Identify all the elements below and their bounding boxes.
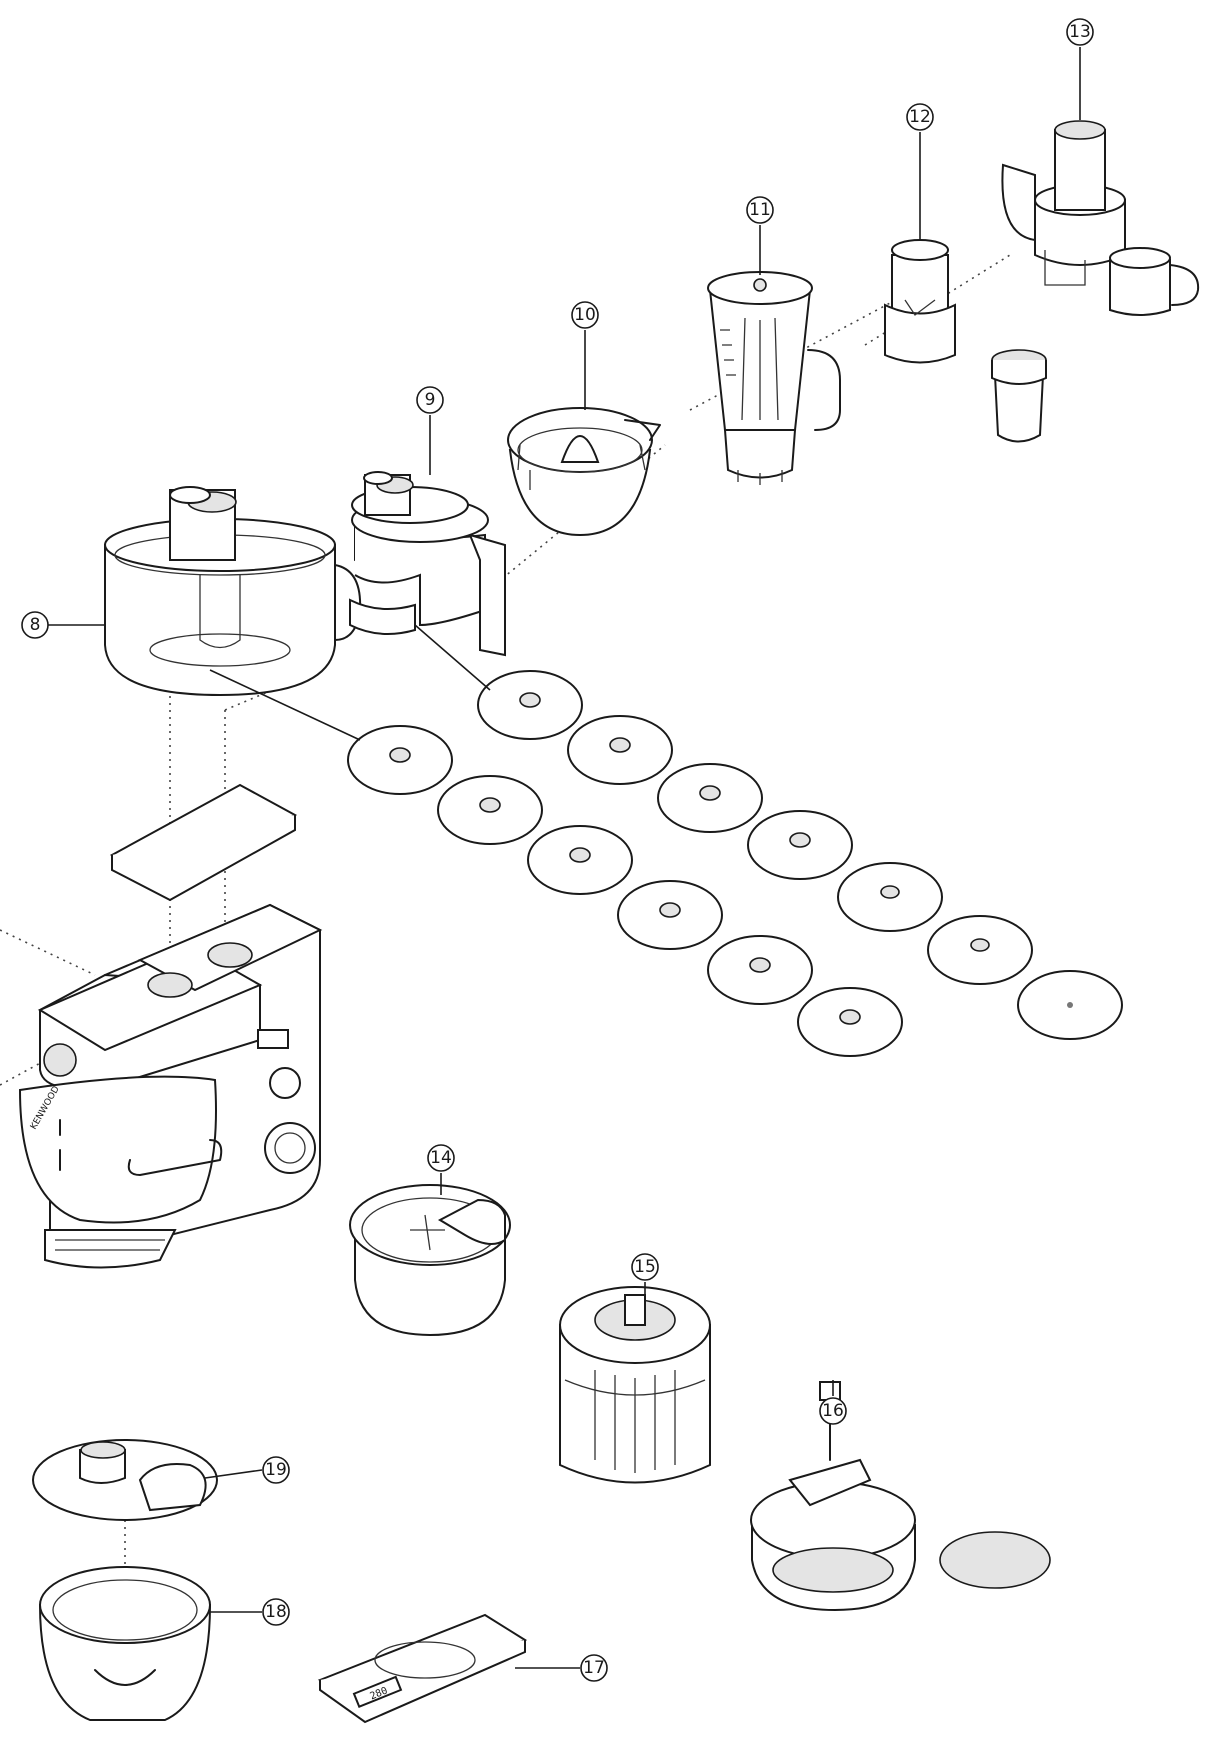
callout-15: 15 <box>631 1253 659 1281</box>
callout-9: 9 <box>416 386 444 414</box>
callout-17: 17 <box>580 1654 608 1682</box>
callout-10-label: 10 <box>574 305 596 325</box>
callout-8-label: 8 <box>30 615 41 635</box>
callout-14: 14 <box>427 1144 455 1172</box>
disc-fine-2 <box>927 915 1033 985</box>
disc-slicer-thick <box>477 670 583 740</box>
kitchen-scale: 280 <box>317 1613 580 1724</box>
dicer-attachment <box>349 471 506 657</box>
callout-13-label: 13 <box>1069 22 1091 42</box>
callout-8: 8 <box>21 611 49 639</box>
splash-guard <box>32 1439 263 1521</box>
callout-10: 10 <box>571 301 599 329</box>
disc-row-2-f <box>797 987 903 1057</box>
disc-slicer-thin <box>567 715 673 785</box>
disc-grater-2 <box>747 810 853 880</box>
callout-18: 18 <box>262 1598 290 1626</box>
multi-mill <box>884 239 1047 443</box>
callout-12: 12 <box>906 103 934 131</box>
callout-16: 16 <box>819 1397 847 1425</box>
callout-9-label: 9 <box>425 390 436 410</box>
callout-13: 13 <box>1066 18 1094 46</box>
blender <box>707 271 841 485</box>
disc-row-2-b <box>437 775 543 845</box>
disc-row-2-e <box>707 935 813 1005</box>
callout-15-label: 15 <box>634 1257 656 1277</box>
callout-16-label: 16 <box>822 1401 844 1421</box>
callout-18-label: 18 <box>265 1602 287 1622</box>
disc-grater-1 <box>657 763 763 833</box>
outlet-cover <box>109 783 298 902</box>
disc-row-2-c <box>527 825 633 895</box>
callout-19: 19 <box>262 1456 290 1484</box>
guide-lines <box>0 254 1011 1605</box>
sieve-attachment <box>750 1381 1051 1612</box>
callout-11-label: 11 <box>749 200 771 220</box>
disc-fine-1 <box>837 862 943 932</box>
mixing-bowl <box>38 1566 262 1721</box>
slicing-discs <box>209 624 1123 1057</box>
ice-cream-maker <box>349 1184 511 1337</box>
callout-19-label: 19 <box>265 1460 287 1480</box>
disc-row-2-d <box>617 880 723 950</box>
callout-17-label: 17 <box>583 1658 605 1678</box>
disc-row-2-a <box>347 725 453 795</box>
steamer-basket <box>559 1286 711 1484</box>
callout-12-label: 12 <box>909 107 931 127</box>
juicer <box>1001 120 1200 316</box>
callout-11: 11 <box>746 196 774 224</box>
kitchen-machine: KENWOOD <box>18 903 323 1269</box>
callout-14-label: 14 <box>430 1148 452 1168</box>
disc-fine-3 <box>1017 970 1123 1040</box>
food-processor <box>104 486 362 697</box>
citrus-juicer <box>507 407 661 537</box>
leader-lines <box>48 47 1081 1396</box>
